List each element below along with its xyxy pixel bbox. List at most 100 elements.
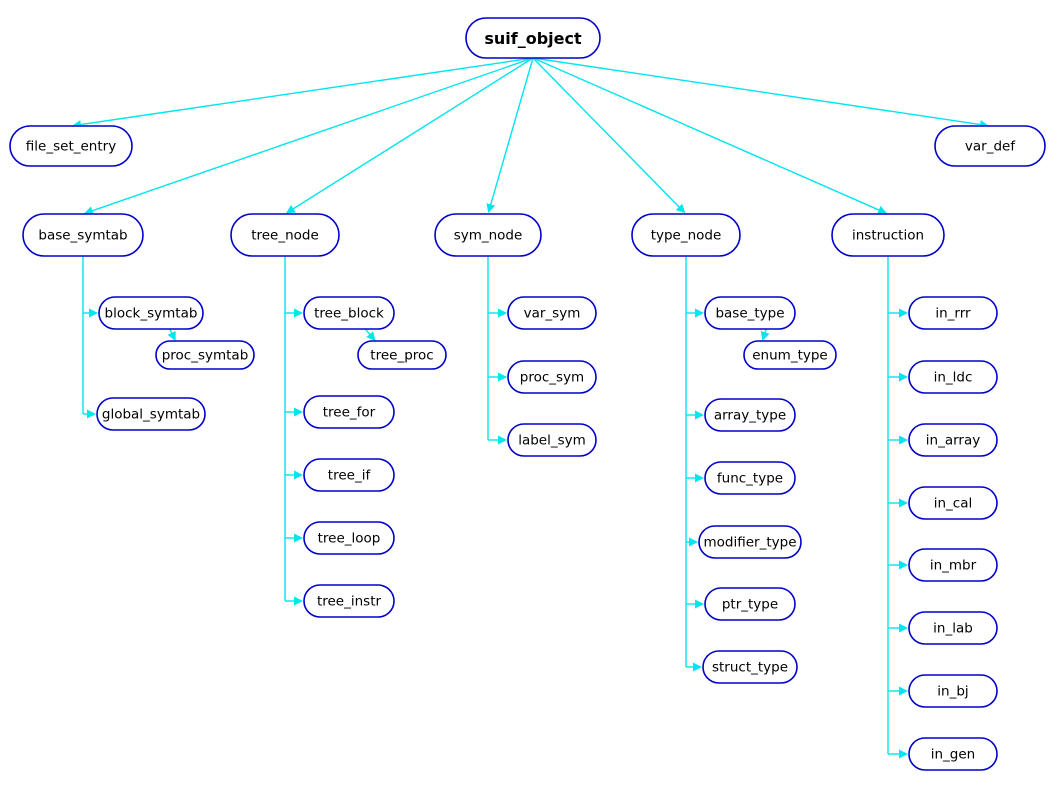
node-type_node[interactable]: type_node	[631, 213, 741, 257]
node-proc_sym[interactable]: proc_sym	[507, 360, 597, 394]
node-shape-proc_symtab[interactable]	[155, 340, 255, 370]
node-shape-array_type[interactable]	[704, 398, 796, 432]
edge-line	[532, 57, 882, 212]
node-shape-tree_loop[interactable]	[303, 521, 395, 555]
node-shape-file_set_entry[interactable]	[9, 125, 133, 167]
edge-arrowhead	[675, 203, 686, 214]
node-shape-var_sym[interactable]	[507, 296, 597, 330]
node-shape-enum_type[interactable]	[743, 340, 837, 370]
edge-arrowhead-in_cal	[899, 498, 908, 508]
node-in_mbr[interactable]: in_mbr	[908, 548, 998, 582]
node-shape-global_symtab[interactable]	[96, 397, 206, 431]
edge-arrowhead	[285, 204, 296, 214]
edge-arrowhead-block_symtab	[89, 308, 98, 318]
node-shape-type_node[interactable]	[631, 213, 741, 257]
node-func_type[interactable]: func_type	[704, 461, 796, 495]
node-shape-in_rrr[interactable]	[908, 296, 998, 330]
node-shape-func_type[interactable]	[704, 461, 796, 495]
edge-arrowhead	[877, 205, 888, 215]
node-sym_node[interactable]: sym_node	[434, 213, 542, 257]
node-shape-in_ldc[interactable]	[908, 360, 998, 394]
node-label-tree_for: tree_for	[323, 405, 376, 421]
node-tree_node[interactable]: tree_node	[230, 213, 340, 257]
node-var_sym[interactable]: var_sym	[507, 296, 597, 330]
node-label-sym_node: sym_node	[454, 228, 523, 244]
edge-tree_block-to-tree_proc	[364, 328, 376, 341]
node-block_symtab[interactable]: block_symtab	[98, 296, 204, 330]
node-shape-in_lab[interactable]	[908, 611, 998, 645]
node-shape-in_bj[interactable]	[908, 674, 998, 708]
node-in_gen[interactable]: in_gen	[908, 737, 998, 771]
trunk-group-tree_node	[284, 256, 303, 606]
edge-arrowhead-ptr_type	[695, 599, 704, 609]
node-label-ptr_type: ptr_type	[722, 597, 778, 613]
node-array_type[interactable]: array_type	[704, 398, 796, 432]
edge-suif_object-to-var_def	[532, 57, 990, 129]
node-label-label_sym: label_sym	[518, 433, 586, 449]
node-shape-in_array[interactable]	[908, 423, 998, 457]
node-shape-struct_type[interactable]	[702, 650, 798, 684]
node-ptr_type[interactable]: ptr_type	[704, 587, 796, 621]
edge-arrowhead-array_type	[695, 410, 704, 420]
node-shape-var_def[interactable]	[934, 125, 1046, 167]
edge-arrowhead-in_rrr	[899, 308, 908, 318]
node-shape-tree_node[interactable]	[230, 213, 340, 257]
node-global_symtab[interactable]: global_symtab	[96, 397, 206, 431]
node-shape-tree_proc[interactable]	[357, 340, 447, 370]
node-base_type[interactable]: base_type	[704, 296, 796, 330]
node-in_rrr[interactable]: in_rrr	[908, 296, 998, 330]
node-tree_proc[interactable]: tree_proc	[357, 340, 447, 370]
node-proc_symtab[interactable]: proc_symtab	[155, 340, 255, 370]
node-in_ldc[interactable]: in_ldc	[908, 360, 998, 394]
node-tree_for[interactable]: tree_for	[303, 395, 395, 429]
node-enum_type[interactable]: enum_type	[743, 340, 837, 370]
node-shape-modifier_type[interactable]	[698, 525, 802, 559]
node-label_sym[interactable]: label_sym	[507, 423, 597, 457]
node-tree_block[interactable]: tree_block	[303, 296, 395, 330]
edge-arrowhead-proc_sym	[498, 372, 507, 382]
node-label-in_mbr: in_mbr	[930, 558, 977, 574]
trunk-group-type_node	[685, 256, 704, 672]
edge-arrowhead-tree_if	[294, 470, 303, 480]
node-struct_type[interactable]: struct_type	[702, 650, 798, 684]
node-in_array[interactable]: in_array	[908, 423, 998, 457]
node-tree_instr[interactable]: tree_instr	[303, 584, 395, 618]
node-in_cal[interactable]: in_cal	[908, 486, 998, 520]
node-shape-base_symtab[interactable]	[22, 213, 144, 257]
node-shape-proc_sym[interactable]	[507, 360, 597, 394]
node-shape-in_mbr[interactable]	[908, 548, 998, 582]
node-shape-ptr_type[interactable]	[704, 587, 796, 621]
node-shape-tree_for[interactable]	[303, 395, 395, 429]
edge-suif_object-to-type_node	[532, 57, 686, 214]
edge-arrowhead	[486, 203, 496, 214]
node-instruction[interactable]: instruction	[831, 213, 945, 257]
node-shape-tree_instr[interactable]	[303, 584, 395, 618]
node-tree_if[interactable]: tree_if	[303, 458, 395, 492]
node-shape-in_gen[interactable]	[908, 737, 998, 771]
node-in_bj[interactable]: in_bj	[908, 674, 998, 708]
edge-suif_object-to-base_symtab	[83, 57, 534, 215]
node-shape-tree_block[interactable]	[303, 296, 395, 330]
node-file_set_entry[interactable]: file_set_entry	[9, 125, 133, 167]
node-shape-label_sym[interactable]	[507, 423, 597, 457]
trunk-group-sym_node	[487, 256, 507, 445]
node-shape-in_cal[interactable]	[908, 486, 998, 520]
node-var_def[interactable]: var_def	[934, 125, 1046, 167]
node-shape-instruction[interactable]	[831, 213, 945, 257]
node-shape-suif_object[interactable]	[465, 17, 601, 59]
node-shape-sym_node[interactable]	[434, 213, 542, 257]
edge-arrowhead-struct_type	[693, 662, 702, 672]
node-tree_loop[interactable]: tree_loop	[303, 521, 395, 555]
node-label-in_bj: in_bj	[937, 684, 968, 700]
edge-line	[89, 57, 534, 213]
node-label-proc_sym: proc_sym	[520, 370, 584, 386]
node-base_symtab[interactable]: base_symtab	[22, 213, 144, 257]
node-shape-tree_if[interactable]	[303, 458, 395, 492]
node-shape-base_type[interactable]	[704, 296, 796, 330]
node-suif_object[interactable]: suif_object	[465, 17, 601, 59]
node-label-file_set_entry: file_set_entry	[26, 139, 116, 155]
node-in_lab[interactable]: in_lab	[908, 611, 998, 645]
node-shape-block_symtab[interactable]	[98, 296, 204, 330]
edge-line	[290, 57, 534, 211]
node-modifier_type[interactable]: modifier_type	[698, 525, 802, 559]
